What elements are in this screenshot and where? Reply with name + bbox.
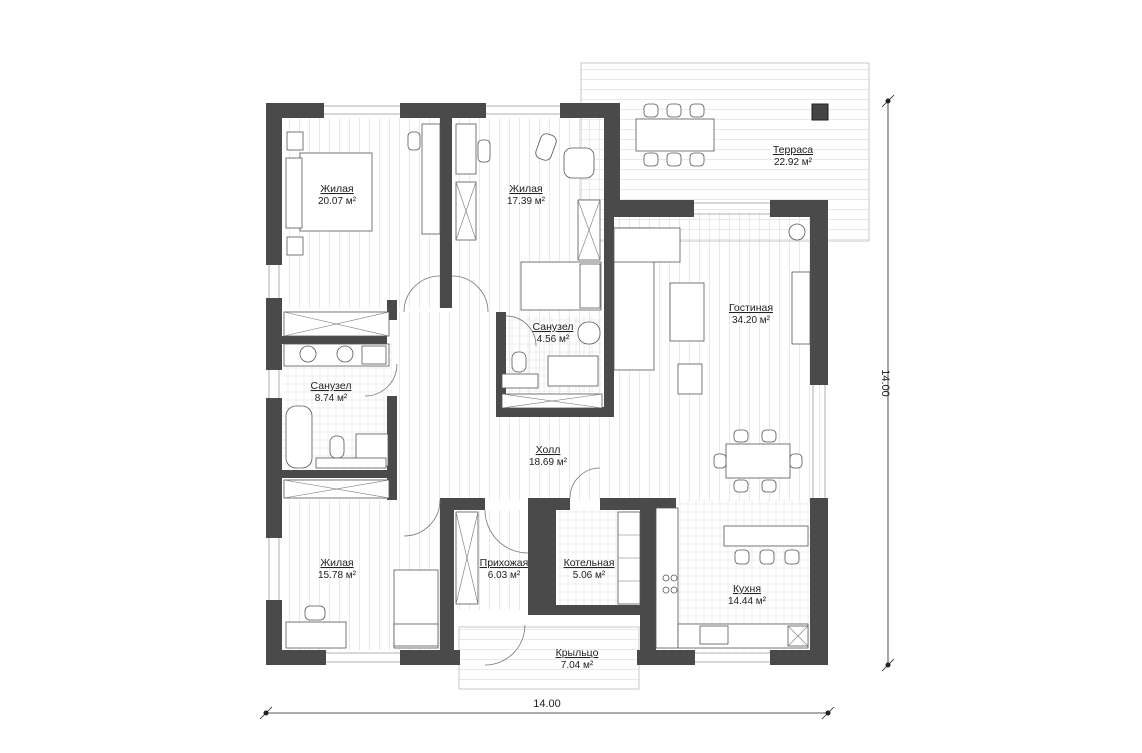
room-name-bedroom3: Жилая	[320, 557, 353, 569]
porch-floor	[459, 627, 639, 689]
dimension-height: 14.00	[879, 94, 895, 672]
door-bath-large	[364, 363, 398, 397]
furniture	[283, 103, 829, 649]
door-bedroom3	[403, 499, 441, 537]
room-area-bedroom1: 20.07 м²	[318, 196, 357, 207]
room-name-bedroom2: Жилая	[509, 183, 542, 195]
wardrobe-1	[421, 123, 441, 235]
room-area-bedroom3: 15.78 м²	[318, 570, 357, 581]
room-area-bath-small: 4.56 м²	[537, 334, 570, 345]
room-name-hall: Холл	[536, 444, 561, 456]
tv-unit	[791, 271, 811, 345]
room-name-terrace: Терраса	[773, 144, 813, 156]
chair-living	[677, 363, 703, 395]
armchair	[563, 147, 595, 179]
room-area-boiler: 5.06 м²	[573, 570, 606, 581]
room-name-bath-large: Санузел	[311, 380, 352, 392]
room-area-entry: 6.03 м²	[488, 570, 521, 581]
door-boiler	[569, 467, 601, 499]
room-name-bedroom1: Жилая	[320, 183, 353, 195]
walls	[266, 103, 828, 665]
door-entry	[484, 509, 529, 554]
room-area-bedroom2: 17.39 м²	[507, 196, 546, 207]
dining-table	[725, 443, 791, 479]
room-area-living: 34.20 м²	[732, 315, 771, 326]
bathtub	[285, 405, 313, 469]
door-bedroom2	[451, 275, 489, 313]
room-name-boiler: Котельная	[564, 557, 615, 569]
room-name-kitchen: Кухня	[733, 583, 761, 595]
terrace-grill	[811, 103, 829, 121]
kitchen-island	[723, 525, 809, 547]
coffee-table	[669, 282, 705, 342]
room-name-porch: Крыльцо	[556, 647, 599, 659]
room-name-living: Гостиная	[729, 302, 773, 314]
door-bedroom1	[403, 275, 441, 313]
door-porch	[484, 624, 526, 666]
doors	[364, 275, 601, 666]
dimension-width-label: 14.00	[533, 698, 561, 710]
door-bath-small	[505, 315, 537, 347]
room-area-kitchen: 14.44 м²	[728, 596, 767, 607]
room-area-porch: 7.04 м²	[561, 660, 594, 671]
bed-1	[299, 152, 373, 232]
room-area-hall: 18.69 м²	[529, 457, 568, 468]
windows	[268, 105, 826, 663]
dimension-width: 14.00	[259, 698, 835, 720]
room-name-entry: Прихожая	[480, 557, 529, 569]
dimension-height-label: 14.00	[879, 369, 891, 397]
room-name-bath-small: Санузел	[533, 321, 574, 333]
room-area-bath-large: 8.74 м²	[315, 393, 348, 404]
terrace-table	[635, 118, 715, 152]
room-area-terrace: 22.92 м²	[774, 157, 813, 168]
room-labels: Жилая 20.07 м² Жилая 17.39 м² Терраса 22…	[311, 144, 814, 671]
